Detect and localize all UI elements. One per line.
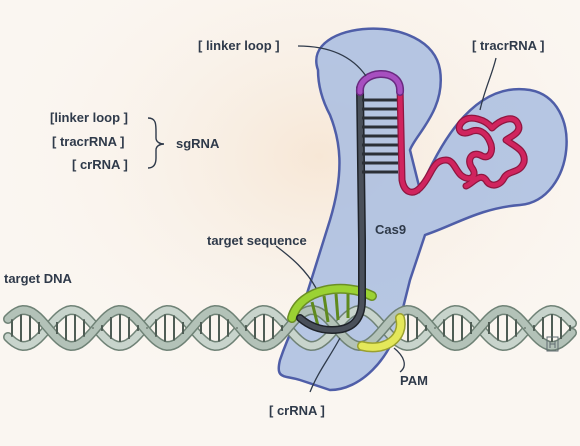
legend-crrna: [ crRNA ] bbox=[72, 157, 128, 172]
tracrrna-strand bbox=[396, 82, 528, 196]
cas9-protein bbox=[277, 27, 568, 392]
label-cas9: Cas9 bbox=[375, 222, 407, 237]
pointer-linker-loop bbox=[297, 45, 367, 77]
label-crrna-bottom: [ crRNA ] bbox=[269, 403, 325, 418]
pointer-crrna bbox=[309, 337, 341, 393]
label-target-dna: target DNA bbox=[4, 271, 72, 286]
label-tracrrna-top: [ tracrRNA ] bbox=[472, 38, 545, 53]
pointer-pam bbox=[393, 347, 405, 373]
sgrna-bracket bbox=[147, 117, 165, 169]
pointer-lines bbox=[275, 45, 497, 393]
pointer-target-sequence bbox=[275, 245, 317, 289]
legend-tracrrna: [ tracrRNA ] bbox=[52, 134, 125, 149]
pam-strand bbox=[357, 313, 406, 353]
linker-loop bbox=[356, 70, 404, 96]
legend-linker-loop: [linker loop ] bbox=[50, 110, 128, 125]
signature-mark bbox=[546, 336, 559, 352]
pointer-tracrrna bbox=[479, 57, 497, 111]
crrna-strand bbox=[296, 84, 366, 335]
target-dna-helix bbox=[3, 304, 577, 352]
label-linker-loop-top: [ linker loop ] bbox=[198, 38, 280, 53]
label-sgrna: sgRNA bbox=[176, 136, 220, 151]
label-target-sequence: target sequence bbox=[207, 233, 307, 248]
hairpin-base-pairs bbox=[362, 98, 398, 174]
label-pam: PAM bbox=[400, 373, 428, 388]
